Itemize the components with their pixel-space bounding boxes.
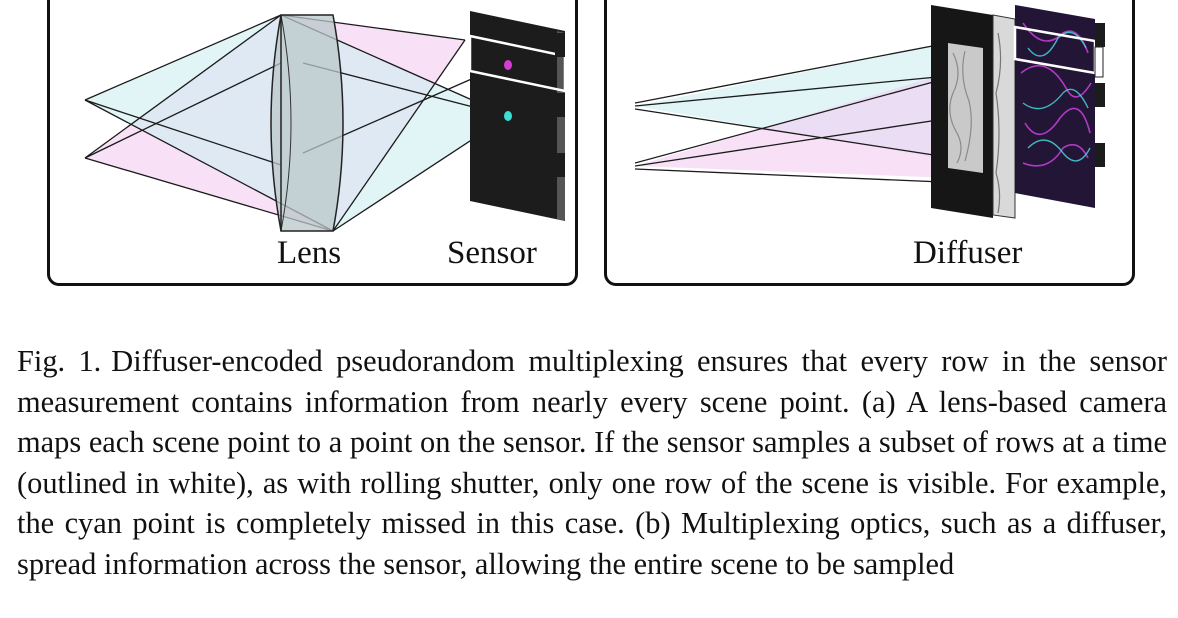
lens-edge: [280, 14, 292, 232]
magenta-point: [504, 60, 512, 70]
lens-camera-diagram: [84, 11, 567, 232]
figure-number: Fig. 1.: [17, 344, 102, 378]
cyan-point: [504, 111, 512, 121]
diffuser-aperture: [948, 43, 983, 173]
figure-panel-a: Lens Sensor: [47, 0, 578, 286]
diffuser-label: Diffuser: [913, 235, 1023, 271]
sensor-label: Sensor: [447, 235, 537, 271]
figure-panel-b: Diffuser: [604, 0, 1135, 286]
lens-label: Lens: [277, 235, 342, 271]
rolling-shutter-outline: [468, 34, 567, 93]
figure-caption: Fig. 1.Diffuser-encoded pseudorandom mul…: [17, 341, 1167, 585]
sensor-panel: [1015, 5, 1095, 208]
lens-shape: [270, 14, 344, 232]
sensor-panel: [470, 11, 565, 221]
caption-text: Diffuser-encoded pseudorandom multiplexi…: [17, 344, 1167, 581]
diffuser-camera-diagram: [634, 5, 1105, 219]
diffuser-plate: [992, 14, 1016, 219]
